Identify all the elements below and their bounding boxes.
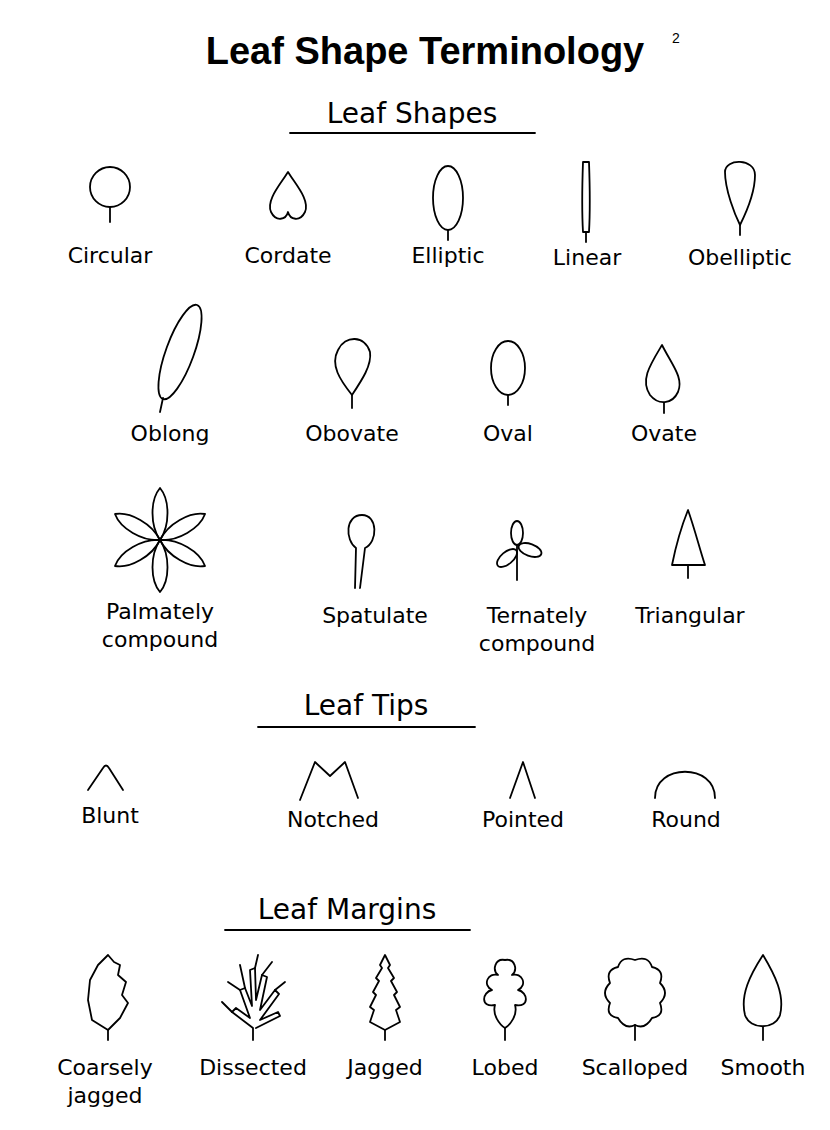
margin-name: Dissected: [199, 1054, 307, 1082]
section-heading: Leaf Margins: [258, 892, 436, 927]
shape-name: Cordate: [244, 242, 331, 270]
shape-name: Palmately compound: [90, 598, 230, 653]
shape-name: Ternately compound: [467, 602, 607, 657]
tip-name: Notched: [287, 806, 379, 834]
margin-name: Coarsely jagged: [45, 1054, 165, 1109]
section-heading: Leaf Shapes: [327, 96, 498, 131]
shape-name: Obovate: [305, 420, 398, 448]
shape-name: Ovate: [631, 420, 697, 448]
shape-name: Triangular: [635, 602, 744, 630]
shape-name: Spatulate: [322, 602, 428, 630]
tip-name: Round: [651, 806, 721, 834]
shape-name: Elliptic: [411, 242, 484, 270]
shape-name: Oblong: [131, 420, 210, 448]
shape-name: Circular: [68, 242, 153, 270]
shape-name: Obelliptic: [688, 244, 792, 272]
margin-name: Scalloped: [582, 1054, 689, 1082]
margin-name: Lobed: [472, 1054, 539, 1082]
shape-name: Oval: [483, 420, 533, 448]
tip-name: Pointed: [482, 806, 564, 834]
section-heading: Leaf Tips: [304, 688, 429, 723]
diagram-title: Leaf Shape Terminology: [206, 28, 644, 76]
margin-name: Smooth: [721, 1054, 806, 1082]
shape-name: Linear: [553, 244, 621, 272]
margin-name: Jagged: [347, 1054, 422, 1082]
footnote-number: 2: [672, 30, 680, 48]
tip-name: Blunt: [81, 802, 139, 830]
